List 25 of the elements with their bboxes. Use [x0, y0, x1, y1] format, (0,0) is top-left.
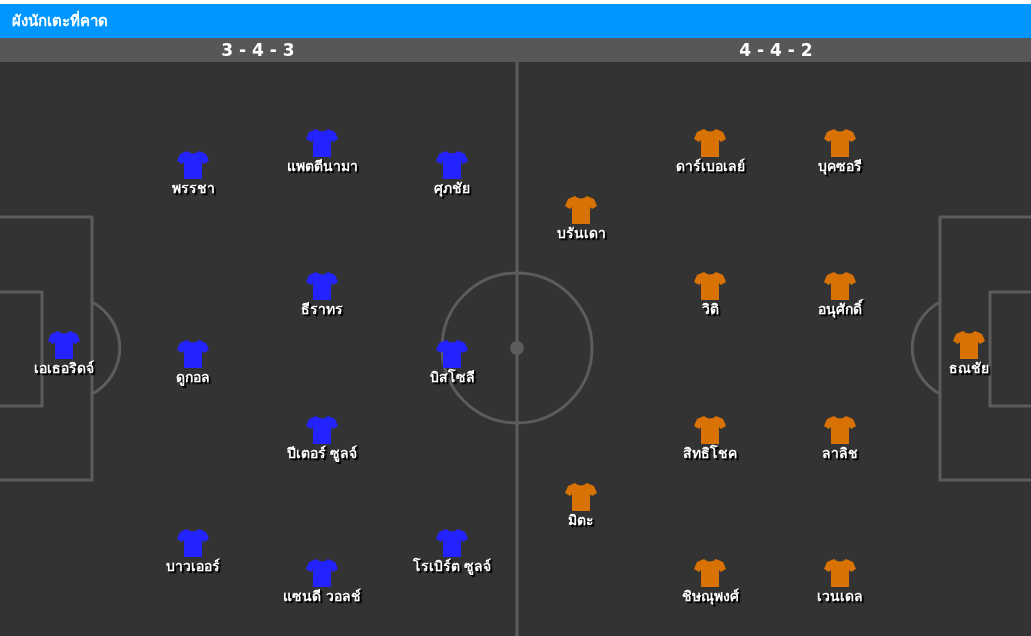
player-name: ศุภชัย: [434, 180, 470, 197]
player-name: พรรชา: [171, 180, 215, 197]
player-name: บิสโซลี: [429, 369, 475, 386]
player-name: โรเบิร์ต ซูลจ์: [412, 558, 492, 575]
formation-label: 3 - 4 - 3: [221, 40, 295, 60]
player-name: บุคซอรี: [818, 158, 862, 175]
player-name: ลาลิช: [822, 445, 858, 462]
player-name: ดูกอล: [176, 369, 210, 386]
player-name: เวนเดล: [817, 588, 863, 605]
player-name: บาวเออร์: [166, 558, 220, 575]
player-name: มิตะ: [568, 512, 594, 529]
player-name: ธณชัย: [949, 360, 989, 377]
player-name: บรันเดา: [556, 225, 606, 242]
panel-title: ผังนักเตะที่คาด: [12, 12, 108, 30]
player-name: ธีราทร: [301, 301, 343, 318]
player-name: ดาร์เบอเลย์: [675, 158, 745, 175]
player-name: อนุศักดิ์: [818, 301, 862, 318]
player-name: ชิษณุพงศ์: [681, 588, 739, 605]
player-name: เอเธอริดจ์: [34, 360, 94, 377]
player-name: แซนดี วอลช์: [283, 588, 361, 605]
formation-label: 4 - 4 - 2: [739, 40, 813, 60]
player-name: แพตตีนามา: [286, 158, 358, 175]
player-name: วิติ: [701, 301, 719, 318]
player-name: สิทธิโชค: [683, 445, 737, 462]
player-name: ปีเตอร์ ซูลจ์: [286, 445, 358, 462]
